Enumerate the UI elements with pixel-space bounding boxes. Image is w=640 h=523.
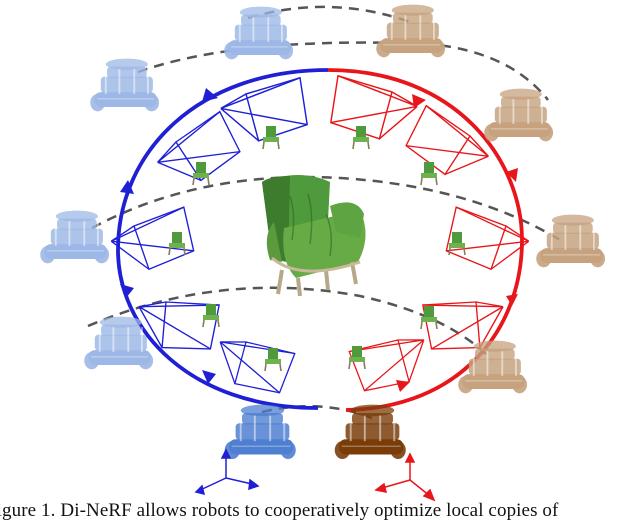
coordinate-frame-red <box>376 454 434 500</box>
caption-text: Di-NeRF allows robots to cooperatively o… <box>60 500 558 521</box>
robot-blue <box>225 405 296 459</box>
arrow-right-lower <box>506 294 518 306</box>
arrow-left-lower <box>120 284 134 298</box>
robots-brown-faded <box>376 5 605 394</box>
caption-label: Figure 1. <box>0 500 56 521</box>
robot-brown <box>335 405 406 459</box>
robots-blue-faded <box>40 7 293 370</box>
chair-object <box>262 175 366 296</box>
figure-caption: Figure 1. Di-NeRF allows robots to coope… <box>0 500 640 523</box>
coordinate-frame-blue <box>196 450 258 494</box>
